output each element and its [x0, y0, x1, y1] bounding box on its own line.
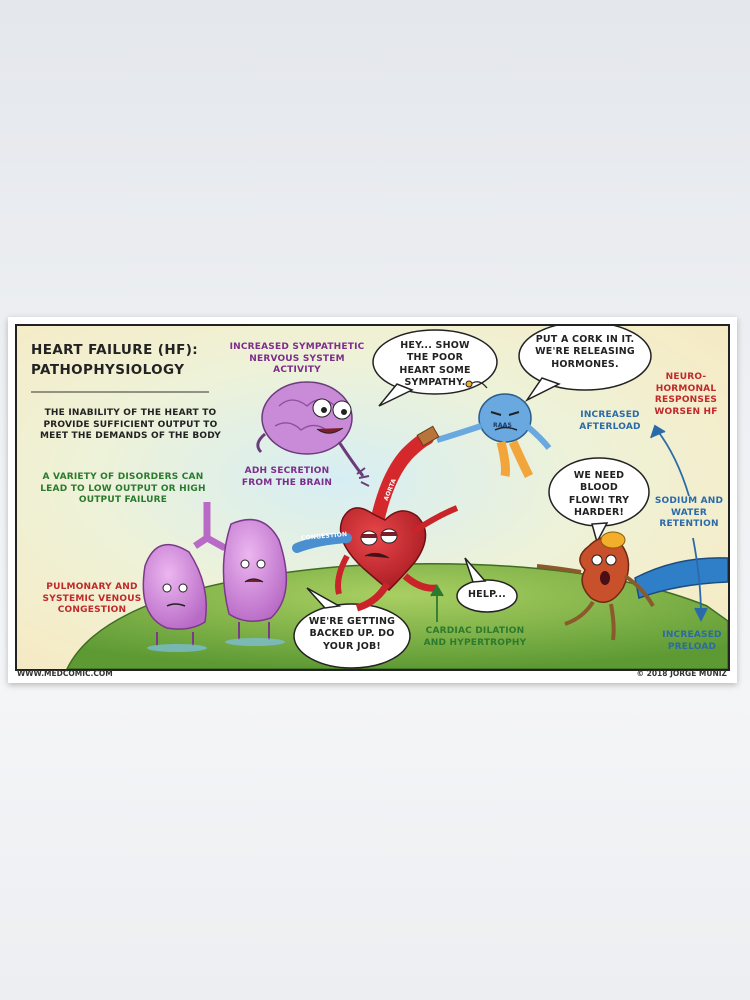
bubble-raas-cork: PUT A CORK IN IT. WE'RE RELEASING HORMON…	[535, 334, 635, 370]
raas-label: RAAS	[493, 422, 513, 429]
label-afterload: INCREASED AFTERLOAD	[579, 410, 641, 432]
bubble-heart-help: HELP...	[468, 589, 506, 600]
poster: HEART FAILURE (HF): PATHOPHYSIOLOGY THE …	[8, 317, 737, 683]
bubble-raas-cork-shape	[518, 326, 652, 402]
bubble-lungs-backed: WE'RE GETTING BACKED UP. DO YOUR JOB!	[308, 616, 396, 652]
arrow-preload	[692, 537, 708, 623]
label-cardiac-dilation: CARDIAC DILATION AND HYPERTROPHY	[423, 626, 527, 648]
blood-vessel	[634, 557, 728, 600]
bubble-kidney-blood-shape	[548, 457, 650, 545]
heart-character	[335, 505, 459, 612]
raas-character	[436, 380, 552, 479]
brain-character	[256, 381, 370, 487]
disorders-note: A VARIETY OF DISORDERS CAN LEAD TO LOW O…	[40, 472, 206, 506]
label-preload: INCREASED PRELOAD	[662, 630, 722, 652]
definition-text: THE INABILITY OF THE HEART TO PROVIDE SU…	[40, 408, 221, 442]
label-neurohormonal: NEURO-HORMONAL RESPONSES WORSEN HF	[654, 372, 718, 418]
page-title-line1: HEART FAILURE (HF):	[31, 342, 199, 358]
bubble-heart-help-shape	[456, 557, 518, 613]
bubble-brain-sympathy: HEY... SHOW THE POOR HEART SOME SYMPATHY…	[399, 340, 471, 389]
arrow-cardiac	[430, 584, 444, 622]
aorta-cork	[416, 425, 440, 447]
page-title-line2: PATHOPHYSIOLOGY	[31, 362, 185, 378]
comic-illustration	[31, 326, 728, 669]
label-sodium-retention: SODIUM AND WATER RETENTION	[654, 496, 724, 530]
footer-copyright: © 2018 JORGE MUNIZ	[636, 669, 728, 678]
bubble-kidney-blood: WE NEED BLOOD FLOW! TRY HARDER!	[568, 470, 630, 519]
arrow-afterload	[650, 424, 690, 497]
label-sympathetic: INCREASED SYMPATHETIC NERVOUS SYSTEM ACT…	[229, 342, 365, 376]
lungs-character	[142, 502, 288, 652]
kidney-character	[536, 531, 655, 641]
bubble-brain-sympathy-shape	[372, 329, 498, 407]
label-pulmonary-congestion: PULMONARY AND SYSTEMIC VENOUS CONGESTION	[42, 582, 142, 616]
footer-website: WWW.MEDCOMIC.COM	[17, 669, 113, 678]
bubble-lungs-backed-shape	[293, 587, 411, 669]
congestion-tube	[292, 533, 352, 553]
aorta-vessel	[370, 431, 434, 529]
comic-panel: HEART FAILURE (HF): PATHOPHYSIOLOGY THE …	[15, 324, 730, 671]
label-adh: ADH SECRETION FROM THE BRAIN	[241, 466, 333, 488]
